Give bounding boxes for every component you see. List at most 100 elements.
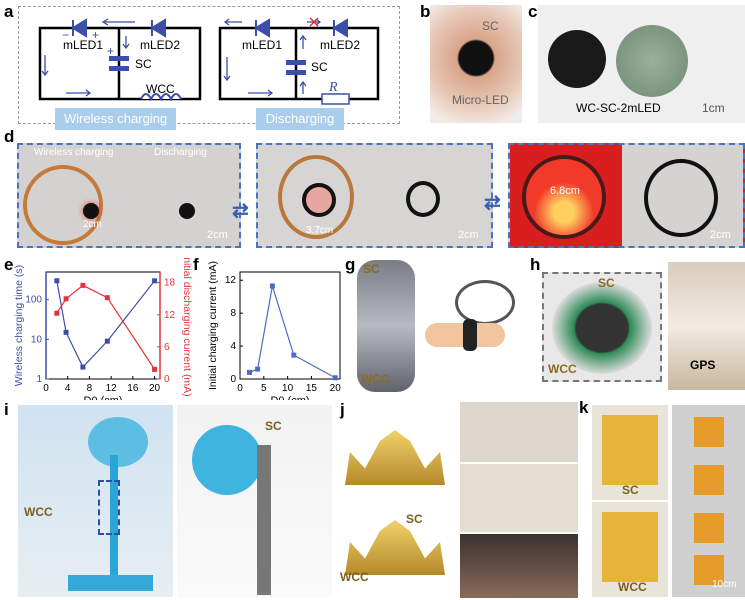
data-point xyxy=(54,310,60,316)
x-tick-label: 8 xyxy=(87,383,93,394)
x-tick-label: 12 xyxy=(106,383,118,394)
photo-fan-back: SC xyxy=(177,405,332,597)
photo-crown-2 xyxy=(460,464,578,532)
photo-group-2cm: Wireless charging Discharging 2cm 2cm xyxy=(17,143,241,248)
resistor-label: R xyxy=(329,80,338,95)
photo-crown-worn xyxy=(460,534,578,598)
scale-bar-label: 2cm xyxy=(458,229,479,241)
wcc-label: WCC xyxy=(146,82,175,96)
sc-label-discharge: SC xyxy=(311,60,328,74)
x-axis-label: D0 (cm) xyxy=(83,395,122,400)
photo-cat-with-gps: GPS xyxy=(668,262,745,390)
scale-bar-label: 10cm xyxy=(712,579,737,590)
x-tick-label: 0 xyxy=(237,383,243,394)
y-tick-label: 0 xyxy=(164,374,170,385)
data-point xyxy=(247,369,253,375)
wcc-label: WCC xyxy=(548,362,577,376)
data-point xyxy=(104,295,110,301)
panel-label-h: h xyxy=(530,255,541,274)
gps-label: GPS xyxy=(690,358,716,372)
plot-frame xyxy=(45,271,161,380)
transition-arrows-icon: ⇄ xyxy=(484,192,501,214)
chart-f: 0 5 10 15 20 D0 (cm) 0 4 8 12 Initial charging cur… xyxy=(207,261,341,400)
sc-label: SC xyxy=(135,57,152,71)
y-axis-label: Initial charging current (mA) xyxy=(207,261,219,390)
mled1-plus: + xyxy=(92,28,100,42)
circuit-panel xyxy=(18,6,400,124)
panel-label-i: i xyxy=(4,400,9,419)
panel-label-d: d xyxy=(4,127,15,146)
scale-bar-label: 2cm xyxy=(207,229,228,241)
scale-bar-label: 1cm xyxy=(702,101,725,115)
photo-wristband-device: SC WCC xyxy=(357,260,415,392)
circuit-diagrams xyxy=(38,17,380,105)
sc-plus: + xyxy=(107,44,115,58)
panel-label-j: j xyxy=(340,400,345,419)
y-tick-label: 1 xyxy=(36,374,42,385)
y-tick-label: 100 xyxy=(25,295,42,306)
mled1-label-discharge: mLED1 xyxy=(242,38,283,52)
panel-label-k: k xyxy=(579,398,589,417)
panel-label-a: a xyxy=(4,2,14,21)
photo-crown-1 xyxy=(460,402,578,462)
diameter-label: 2cm xyxy=(83,219,102,230)
photo-device-in-hand: SC Micro-LED xyxy=(430,5,522,123)
discharging-caption: Discharging xyxy=(154,147,207,158)
panel-label-c: c xyxy=(528,2,538,21)
x-tick-label: 15 xyxy=(306,383,318,394)
sc-label: SC xyxy=(265,419,282,433)
data-point xyxy=(255,366,261,372)
photo-device-with-coin: WC-SC-2mLED 1cm xyxy=(538,5,745,123)
wrist-illustration xyxy=(425,275,525,355)
panel-label-b: b xyxy=(420,2,431,21)
sc-label: SC xyxy=(482,19,499,33)
data-point xyxy=(291,352,297,358)
transition-arrows-icon: ⇄ xyxy=(232,200,249,222)
y-tick-label: 0 xyxy=(230,374,236,385)
scale-bar-label: 2cm xyxy=(710,229,731,241)
mled2-label-discharge: mLED2 xyxy=(320,38,361,52)
panel-label-e: e xyxy=(4,255,14,274)
y-tick-label: 8 xyxy=(230,308,236,319)
mode-wireless-charging: Wireless charging xyxy=(55,108,176,130)
photo-car-sequence: 10cm xyxy=(672,405,745,597)
y-tick-label: 10 xyxy=(31,334,43,345)
wcc-label: WCC xyxy=(24,505,53,519)
mled2-label: mLED2 xyxy=(140,38,181,52)
x-tick-label: 16 xyxy=(127,383,139,394)
photo-car-bottom: WCC xyxy=(592,502,668,597)
mled1-label: mLED1 xyxy=(63,38,104,52)
y-tick-label: 12 xyxy=(225,275,237,286)
photo-car-top: SC xyxy=(592,405,668,500)
diameter-label: 3.7cm xyxy=(306,225,334,236)
series-line xyxy=(249,285,336,379)
sc-label: SC xyxy=(406,512,423,526)
mled1-minus: − xyxy=(62,28,70,42)
data-point xyxy=(80,282,86,288)
wcc-label: WCC xyxy=(618,580,647,594)
plot-frame xyxy=(239,271,341,380)
device-name-label: WC-SC-2mLED xyxy=(576,101,661,115)
photo-fan-front: WCC xyxy=(18,405,173,597)
x-tick-label: 10 xyxy=(282,383,294,394)
data-point xyxy=(80,364,86,370)
data-point xyxy=(54,278,60,284)
x-tick-label: 5 xyxy=(261,383,267,394)
y-axis-label: Initial discharging current (mA) xyxy=(181,258,193,397)
photo-gps-device: SC WCC xyxy=(542,272,662,382)
diameter-label: 6.8cm xyxy=(550,185,580,197)
data-point xyxy=(152,366,158,372)
data-point xyxy=(152,278,158,284)
x-tick-label: 4 xyxy=(65,383,71,394)
x-tick-label: 20 xyxy=(149,383,161,394)
sc-label: SC xyxy=(363,262,380,276)
mode-discharging: Discharging xyxy=(256,108,344,130)
x-tick-label: 20 xyxy=(330,383,342,394)
x-axis-label: D0 (cm) xyxy=(270,395,309,400)
wcc-label: WCC xyxy=(340,570,369,584)
y-tick-label: 6 xyxy=(164,342,170,353)
y-tick-label: 4 xyxy=(230,341,236,352)
photo-group-3.7cm: 3.7cm 2cm xyxy=(256,143,493,248)
data-point xyxy=(63,296,69,302)
